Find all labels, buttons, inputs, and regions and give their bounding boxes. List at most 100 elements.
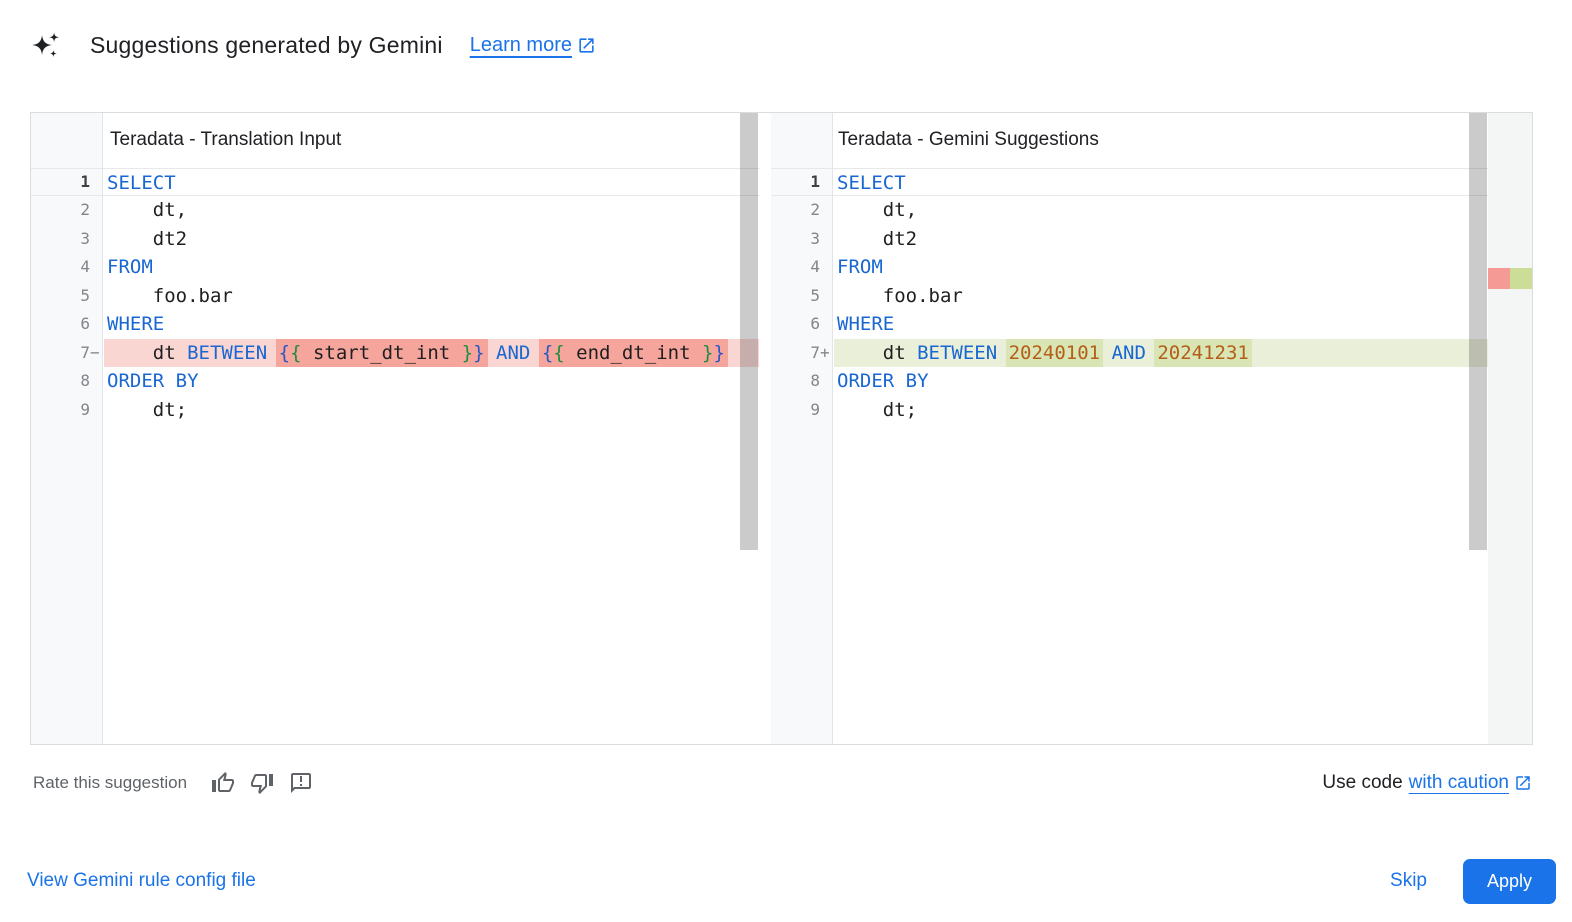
code-text: SELECT xyxy=(104,169,759,195)
line-number-value: 4 xyxy=(810,257,820,277)
learn-more-link[interactable]: Learn more xyxy=(470,34,596,57)
line-number-gutter xyxy=(31,113,103,744)
open-in-new-icon xyxy=(1516,776,1530,790)
code-token: dt2 xyxy=(107,227,188,250)
line-number-gutter xyxy=(771,113,833,744)
code-token: AND xyxy=(1111,341,1146,364)
suggestions-header: Suggestions generated by Gemini Learn mo… xyxy=(30,28,596,62)
code-token: FROM xyxy=(107,256,153,279)
code-token: start_dt_int xyxy=(301,341,462,364)
line-number: 8 xyxy=(31,367,104,395)
diff-sign: − xyxy=(90,342,100,362)
code-text: dt2 xyxy=(104,225,759,253)
code-line: 9 dt; xyxy=(771,396,1488,424)
gemini-spark-icon xyxy=(30,28,64,62)
with-caution-link[interactable]: with caution xyxy=(1409,772,1532,794)
code-token: SELECT xyxy=(837,172,906,194)
line-number: 2 xyxy=(771,196,834,224)
action-bar: View Gemini rule config file Skip Apply xyxy=(27,856,1556,906)
code-token: BETWEEN xyxy=(917,341,998,364)
diff-word-highlight: 20240101 xyxy=(1005,338,1104,367)
code-line: 4 FROM xyxy=(771,253,1488,281)
scrollbar-thumb[interactable] xyxy=(1469,113,1487,550)
line-number: 1 xyxy=(771,169,834,195)
code-text: FROM xyxy=(834,253,1488,281)
code-token: WHERE xyxy=(107,313,165,336)
line-number-value: 5 xyxy=(80,285,90,305)
thumb-down-button[interactable] xyxy=(250,771,274,795)
code-text: dt; xyxy=(834,396,1488,424)
line-number: 7− xyxy=(31,339,104,367)
scrollbar[interactable] xyxy=(1468,113,1488,744)
pane-title: Teradata - Translation Input xyxy=(110,128,342,150)
code-line: 3 dt2 xyxy=(31,225,759,253)
code-token: dt2 xyxy=(837,227,918,250)
view-rule-config-link[interactable]: View Gemini rule config file xyxy=(27,870,256,891)
code-token: AND xyxy=(496,341,531,364)
code-token: foo.bar xyxy=(837,284,963,307)
line-number: 9 xyxy=(771,396,834,424)
open-in-new-icon xyxy=(579,37,594,53)
line-number-value: 8 xyxy=(810,371,820,391)
code-line: 5 foo.bar xyxy=(771,282,1488,310)
code-token: ORDER BY xyxy=(107,370,199,393)
line-number-value: 3 xyxy=(810,228,820,248)
line-number: 6 xyxy=(771,310,834,338)
line-number: 3 xyxy=(771,225,834,253)
line-number-value: 7 xyxy=(810,342,820,362)
code-text: WHERE xyxy=(104,310,759,338)
line-number-value: 1 xyxy=(80,172,90,191)
line-number: 1 xyxy=(31,169,104,195)
line-number: 3 xyxy=(31,225,104,253)
line-number: 4 xyxy=(31,253,104,281)
line-number: 8 xyxy=(771,367,834,395)
thumb-up-button[interactable] xyxy=(211,771,235,795)
code-line: 7+ dt BETWEEN 20240101 AND 20241231 xyxy=(771,338,1488,368)
code-token: } xyxy=(702,341,714,364)
ruler-added-mark xyxy=(1510,268,1532,289)
code-token: dt xyxy=(837,341,918,364)
thumb-up-icon xyxy=(212,772,235,792)
code-line: 2 dt, xyxy=(31,196,759,224)
code-text: dt, xyxy=(834,196,1488,224)
line-number-value: 3 xyxy=(80,228,90,248)
line-number-value: 1 xyxy=(810,172,820,191)
code-token: foo.bar xyxy=(107,284,233,307)
line-number: 5 xyxy=(31,282,104,310)
code-token: { xyxy=(290,341,302,364)
code-token xyxy=(485,342,496,364)
code-token: dt; xyxy=(837,398,918,421)
apply-button[interactable]: Apply xyxy=(1463,858,1556,904)
line-number: 2 xyxy=(31,196,104,224)
line-number-value: 2 xyxy=(80,200,90,220)
code-text: ORDER BY xyxy=(104,367,759,395)
skip-button[interactable]: Skip xyxy=(1390,870,1427,891)
code-text: foo.bar xyxy=(104,282,759,310)
pane-header: Teradata - Translation Input xyxy=(31,113,759,166)
code-line: 2 dt, xyxy=(771,196,1488,224)
page-title: Suggestions generated by Gemini xyxy=(90,31,443,58)
diff-word-highlight: 20241231 xyxy=(1154,338,1252,367)
code-token: ORDER BY xyxy=(837,370,929,393)
code-token: FROM xyxy=(837,256,883,279)
code-token: dt, xyxy=(107,199,188,222)
line-number-value: 9 xyxy=(80,399,90,419)
feedback-button[interactable] xyxy=(289,771,313,795)
code-line: 1 SELECT xyxy=(31,168,759,197)
code-line: 5 foo.bar xyxy=(31,282,759,310)
code-line: 3 dt2 xyxy=(771,225,1488,253)
code-token: WHERE xyxy=(837,313,895,336)
code-token: { xyxy=(553,341,565,364)
code-token: BETWEEN xyxy=(187,341,268,364)
scrollbar[interactable] xyxy=(739,113,759,744)
code-text: dt2 xyxy=(834,225,1488,253)
line-number: 7+ xyxy=(771,339,834,367)
code-line: 9 dt; xyxy=(31,396,759,424)
use-code-notice: Use code with caution xyxy=(1322,772,1532,794)
with-caution-label: with caution xyxy=(1408,772,1509,793)
scrollbar-thumb[interactable] xyxy=(740,113,758,550)
pane-divider xyxy=(759,113,771,744)
